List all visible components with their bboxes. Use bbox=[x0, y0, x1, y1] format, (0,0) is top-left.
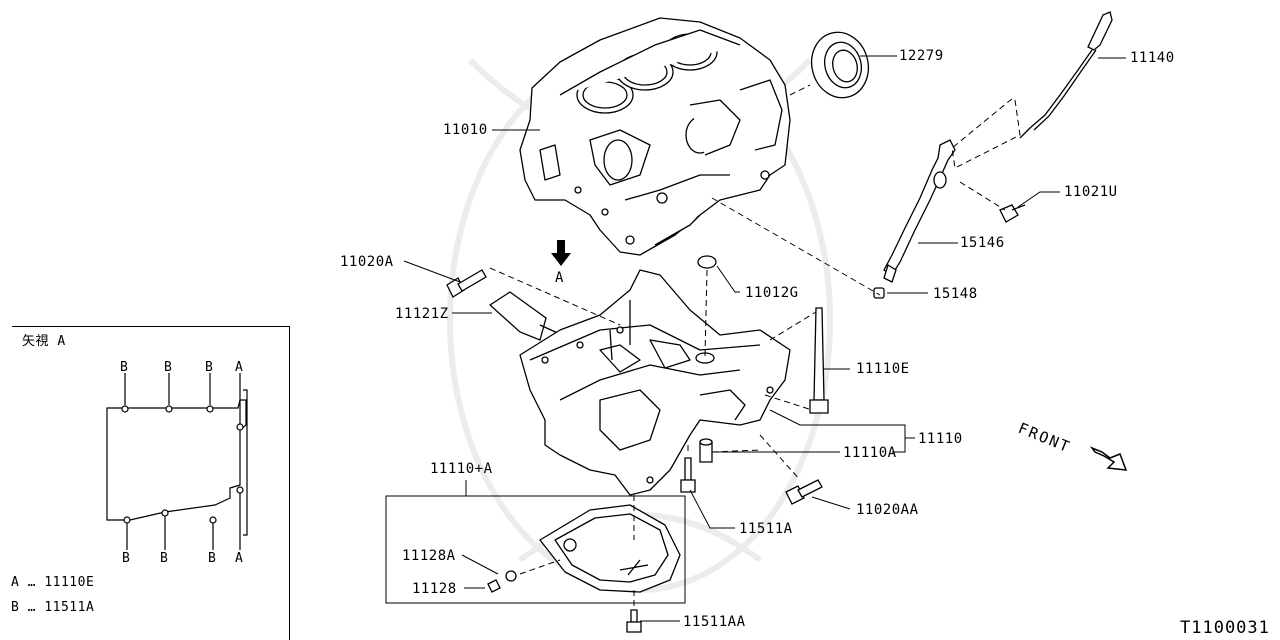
drain-washer[interactable] bbox=[505, 570, 517, 582]
label-11021u: 11021U bbox=[1064, 184, 1118, 200]
legend-dots: … bbox=[27, 600, 36, 615]
oil-pan-lower[interactable] bbox=[539, 504, 681, 593]
drain-plug[interactable] bbox=[487, 579, 501, 593]
label-11121z: 11121Z bbox=[395, 306, 449, 322]
plug-11012g[interactable] bbox=[697, 255, 717, 269]
sealant-tube[interactable] bbox=[488, 291, 561, 341]
assembly-lines bbox=[489, 84, 1021, 608]
legend-value: 11511A bbox=[44, 600, 95, 615]
view-a-top-marker: A bbox=[235, 360, 244, 375]
label-11511a: 11511A bbox=[739, 521, 793, 537]
label-11128: 11128 bbox=[412, 581, 457, 597]
view-a-bottom-marker: B bbox=[208, 551, 217, 566]
label-11012g: 11012G bbox=[745, 285, 799, 301]
view-a-sketch bbox=[106, 373, 248, 550]
dipstick[interactable] bbox=[1019, 11, 1113, 139]
bolt-11020a[interactable] bbox=[446, 269, 487, 298]
label-11020a: 11020A bbox=[340, 254, 394, 270]
label-11110e: 11110E bbox=[856, 361, 910, 377]
dipstick-guide[interactable] bbox=[883, 139, 956, 283]
cylinder-block[interactable] bbox=[519, 17, 791, 256]
dowel-11110a[interactable] bbox=[699, 438, 713, 463]
label-a-arrow: A bbox=[555, 270, 564, 286]
label-11140: 11140 bbox=[1130, 50, 1175, 66]
view-a-top-marker: B bbox=[164, 360, 173, 375]
oil-pan-assembly-box bbox=[385, 495, 686, 604]
view-a-title: 矢視 A bbox=[22, 334, 66, 349]
label-11010: 11010 bbox=[443, 122, 488, 138]
label-11110a: 11110A bbox=[843, 445, 897, 461]
view-a-panel bbox=[12, 326, 290, 640]
legend-value: 11110E bbox=[44, 575, 95, 590]
clip-15148[interactable] bbox=[873, 287, 885, 299]
view-a-bottom-marker: B bbox=[160, 551, 169, 566]
view-a-top-marker: B bbox=[205, 360, 214, 375]
view-a-bottom-marker: A bbox=[235, 551, 244, 566]
legend-key: B bbox=[11, 600, 20, 615]
label-11110-plus-a: 11110+A bbox=[430, 461, 493, 477]
label-11110: 11110 bbox=[918, 431, 963, 447]
label-11511aa: 11511AA bbox=[683, 614, 746, 630]
label-15148: 15148 bbox=[933, 286, 978, 302]
leader-lines bbox=[403, 55, 1126, 622]
view-a-top-marker: B bbox=[120, 360, 129, 375]
view-a-bottom-marker: B bbox=[122, 551, 131, 566]
legend-key: A bbox=[11, 575, 20, 590]
bolt-11110e[interactable] bbox=[809, 307, 829, 414]
label-15146: 15146 bbox=[960, 235, 1005, 251]
oil-seal-rear[interactable] bbox=[804, 26, 875, 104]
oil-pan-upper[interactable] bbox=[519, 269, 791, 496]
diagram-code: T1100031 bbox=[1180, 618, 1270, 638]
bolt-11511a[interactable] bbox=[680, 457, 696, 493]
label-11020aa: 11020AA bbox=[856, 502, 919, 518]
label-12279: 12279 bbox=[899, 48, 944, 64]
bolt-11021u[interactable] bbox=[999, 204, 1026, 223]
view-arrow bbox=[551, 240, 571, 266]
label-11128a: 11128A bbox=[402, 548, 456, 564]
legend-row-b: B … 11511A bbox=[11, 600, 94, 616]
bolt-11511aa[interactable] bbox=[626, 609, 642, 633]
front-arrow-icon bbox=[1089, 446, 1128, 471]
legend-row-a: A … 11110E bbox=[11, 575, 94, 591]
bolt-11020aa[interactable] bbox=[785, 479, 823, 505]
legend-dots: … bbox=[27, 575, 36, 590]
